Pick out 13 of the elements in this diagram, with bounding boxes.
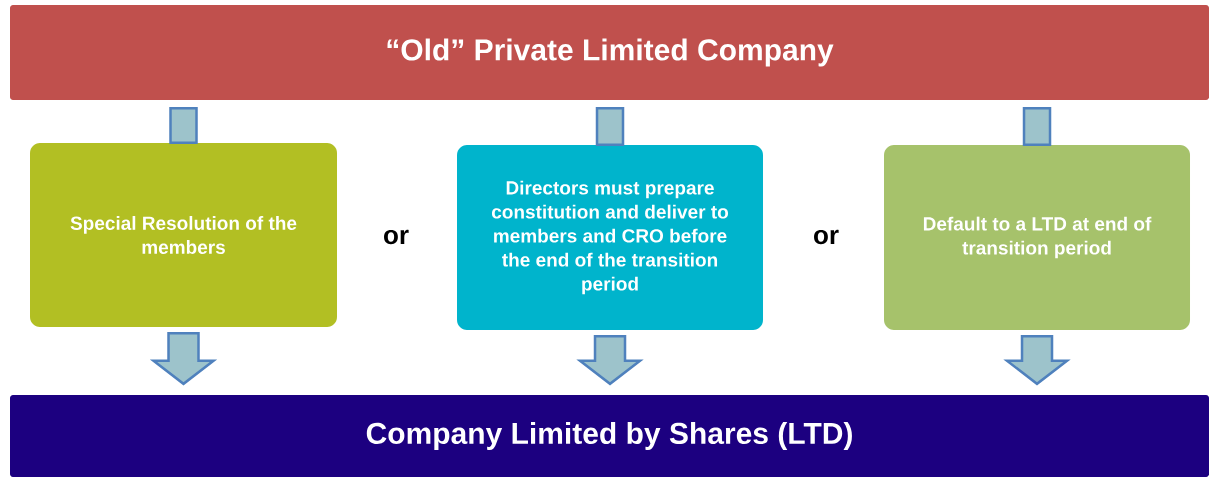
option-box: Special Resolution of the members [30, 143, 337, 327]
block-arrow [595, 106, 625, 147]
block-arrow [1003, 334, 1071, 386]
option-box: Default to a LTD at end of transition period [884, 145, 1190, 330]
option-box: Directors must prepare constitution and deliver to members and CRO before the end of the transition period [457, 145, 763, 330]
or-label: or [814, 229, 839, 245]
block-arrow [576, 334, 644, 386]
block-arrow [1022, 106, 1052, 147]
or-label: or [384, 229, 409, 245]
block-arrow [149, 331, 218, 386]
title-bar: “Old” Private Limited Company [10, 5, 1209, 100]
block-arrow [169, 106, 198, 145]
result-bar: Company Limited by Shares (LTD) [10, 395, 1209, 477]
